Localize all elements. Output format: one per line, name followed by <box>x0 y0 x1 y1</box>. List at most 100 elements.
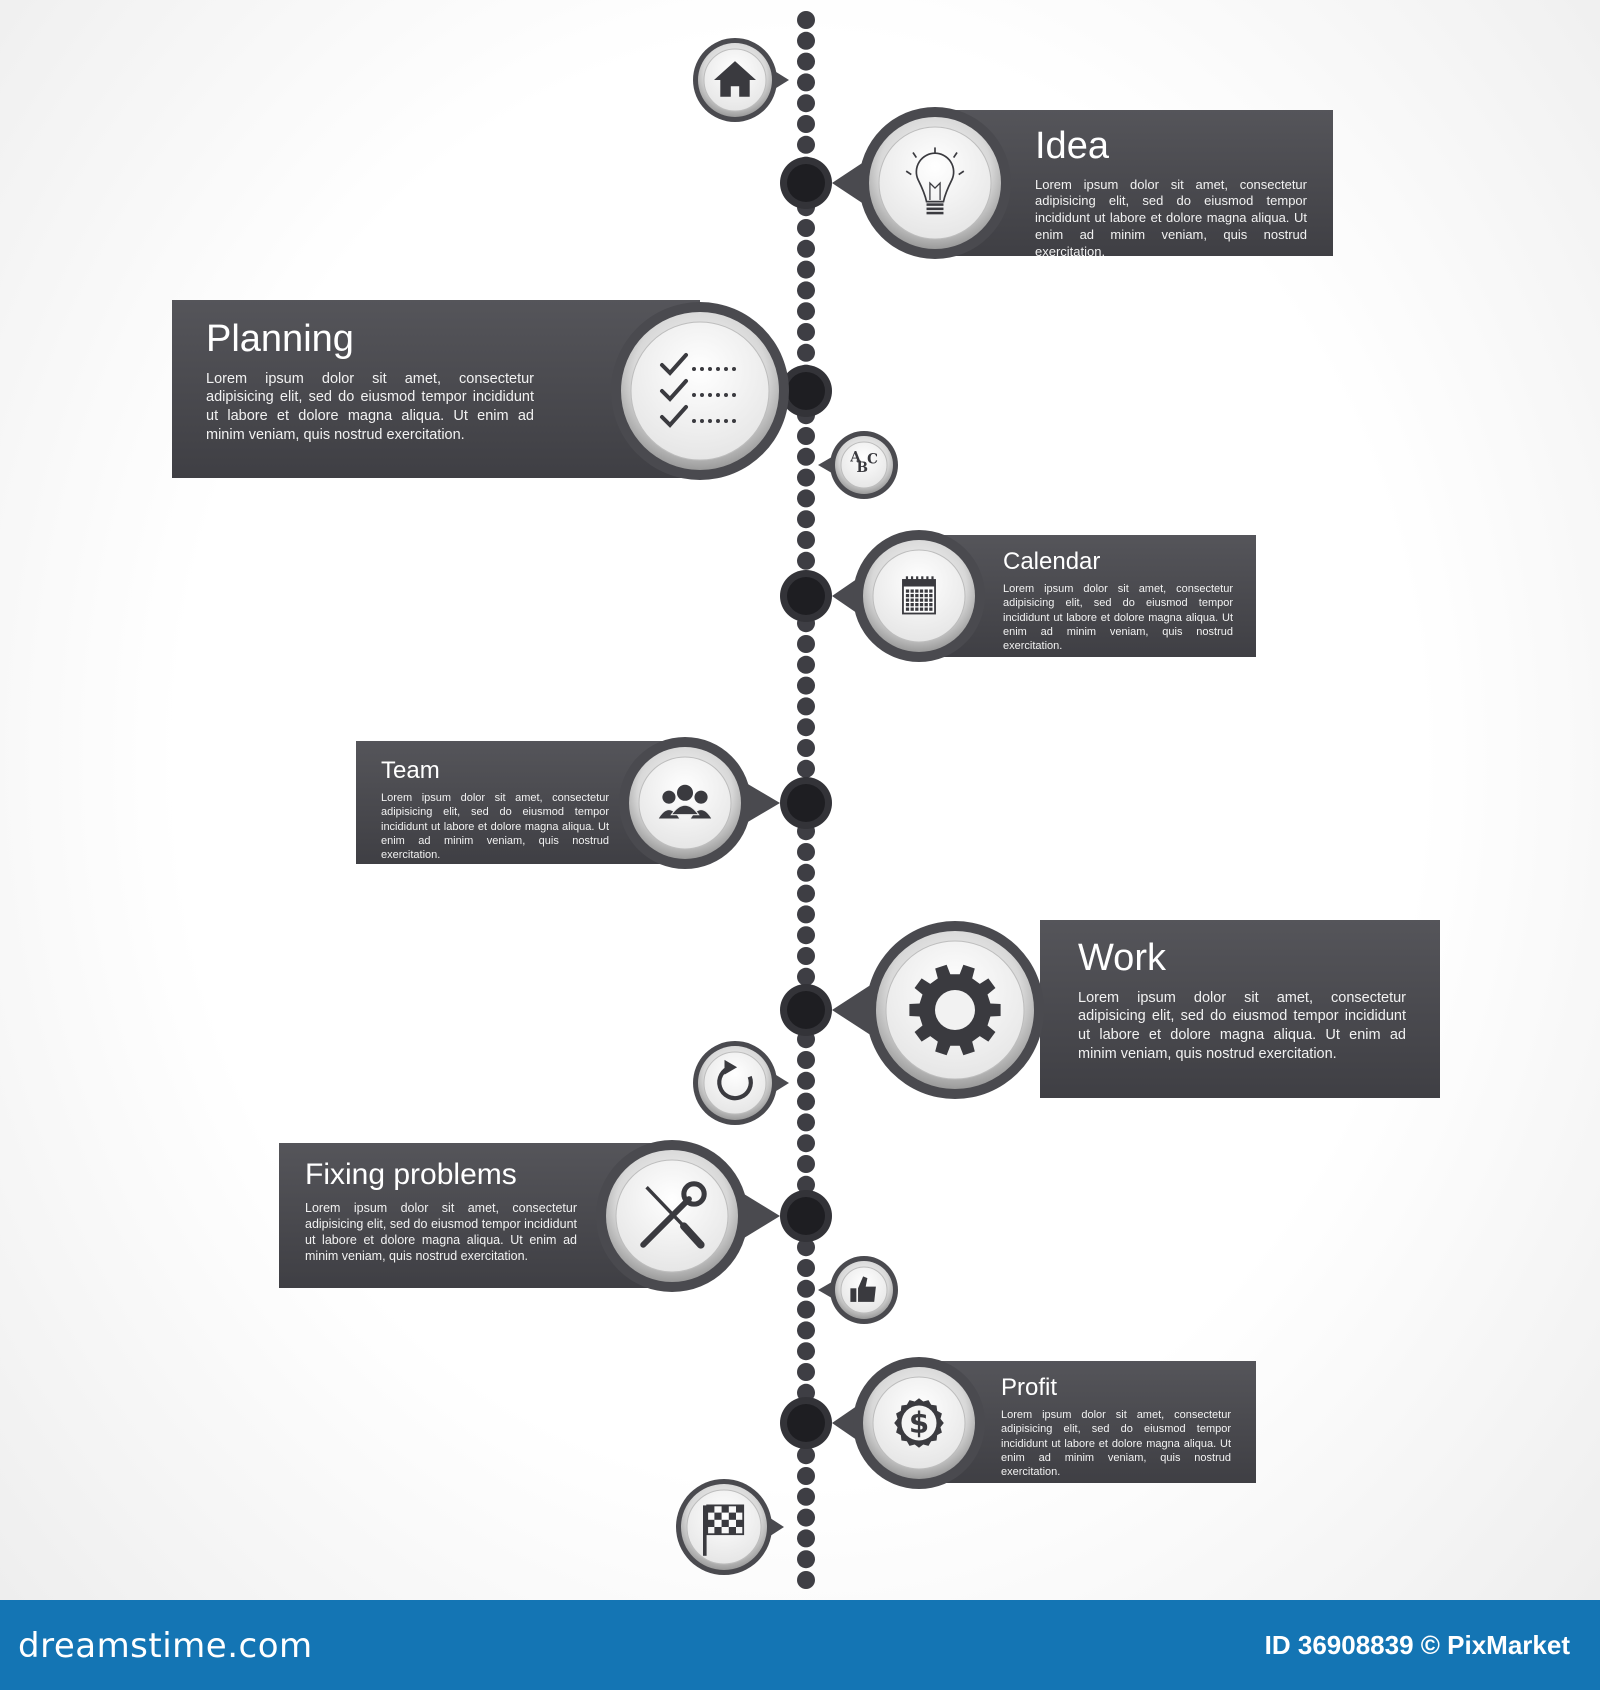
milestone-title: Profit <box>1001 1374 1058 1401</box>
dollar-icon: $ <box>894 1398 944 1448</box>
timeline-dot <box>797 1300 815 1319</box>
timeline-dot <box>797 1238 815 1257</box>
timeline-dot <box>797 1363 815 1381</box>
milestone-marker <box>676 1479 784 1575</box>
timeline-dot <box>797 884 815 903</box>
timeline-dot <box>797 1175 815 1194</box>
timeline-dot <box>797 1342 815 1361</box>
timeline-dot <box>797 468 815 487</box>
timeline-dot <box>797 31 815 50</box>
thumbs-up-icon <box>850 1276 876 1302</box>
gear-icon <box>909 964 1001 1056</box>
timeline-dot <box>797 697 815 716</box>
timeline-dot <box>797 1071 815 1090</box>
timeline-dot <box>797 863 815 882</box>
milestone-description: Lorem ipsum dolor sit amet, consectetur … <box>381 792 609 862</box>
timeline-dot <box>797 967 815 986</box>
timeline-dot <box>797 281 815 300</box>
lightbulb-icon <box>905 147 965 215</box>
abc-icon: ABC <box>849 450 878 476</box>
timeline-dot <box>797 1259 815 1277</box>
timeline-dot <box>797 1529 815 1548</box>
timeline-dot <box>797 1508 815 1527</box>
svg-text:B: B <box>857 460 869 476</box>
milestone-title: Fixing problems <box>305 1158 517 1191</box>
tools-icon <box>640 1181 707 1249</box>
svg-text:C: C <box>867 451 878 467</box>
timeline-dot <box>797 52 815 71</box>
timeline-dot <box>797 489 815 508</box>
timeline-dot <box>797 1446 815 1465</box>
refresh-icon <box>717 1059 753 1101</box>
milestone-card <box>1040 920 1440 1098</box>
timeline-dot <box>797 239 815 258</box>
timeline-dot <box>797 343 815 362</box>
timeline-dot <box>797 1279 815 1298</box>
timeline-dot <box>797 1155 815 1173</box>
timeline-dot <box>797 510 815 529</box>
milestone-marker <box>818 1256 898 1324</box>
timeline-graphic: ABC $ <box>172 11 1440 1589</box>
timeline-dot <box>797 219 815 237</box>
timeline-dot <box>797 1113 815 1132</box>
timeline-dot <box>797 843 815 861</box>
checklist-icon <box>660 353 736 428</box>
timeline-dot <box>797 302 815 321</box>
timeline-dot <box>797 1051 815 1069</box>
timeline-dot <box>797 905 815 924</box>
milestone-description: Lorem ipsum dolor sit amet, consectetur … <box>305 1200 577 1264</box>
timeline-dot <box>797 427 815 445</box>
milestone-description: Lorem ipsum dolor sit amet, consectetur … <box>1078 989 1406 1063</box>
milestone-title: Calendar <box>1003 548 1101 575</box>
milestone-marker: ABC <box>818 431 898 499</box>
timeline-dot <box>797 73 815 92</box>
milestone-marker <box>693 1041 789 1125</box>
timeline-dot <box>797 260 815 279</box>
milestone-card <box>940 1361 1256 1483</box>
milestone-title: Planning <box>206 318 354 360</box>
milestone-description: Lorem ipsum dolor sit amet, consectetur … <box>1001 1409 1231 1479</box>
svg-text:$: $ <box>909 1406 929 1440</box>
timeline-dot <box>797 655 815 674</box>
timeline-dot <box>797 323 815 341</box>
timeline-dot <box>797 551 815 570</box>
timeline-dot <box>797 94 815 113</box>
timeline-dot <box>797 135 815 154</box>
timeline-dot <box>797 531 815 549</box>
svg-text:A: A <box>849 450 861 466</box>
milestone-marker <box>693 38 789 122</box>
footer-logo[interactable]: dreamstime.com <box>18 1626 313 1666</box>
timeline-dot <box>797 1092 815 1111</box>
timeline-dot <box>797 115 815 133</box>
home-icon <box>714 61 756 97</box>
milestone-title: Work <box>1078 937 1166 979</box>
timeline-dot <box>797 676 815 695</box>
milestone-description: Lorem ipsum dolor sit amet, consectetur … <box>206 370 534 444</box>
checkered-flag-icon <box>702 1504 745 1556</box>
timeline-dot <box>797 1383 815 1402</box>
calendar-icon <box>902 576 936 615</box>
timeline-dot <box>797 947 815 965</box>
timeline-dot <box>797 1134 815 1153</box>
milestone-card <box>940 535 1256 657</box>
timeline-dot <box>797 635 815 653</box>
team-icon <box>656 784 714 820</box>
timeline-dot <box>797 926 815 945</box>
timeline-dot <box>797 1467 815 1485</box>
milestone-title: Idea <box>1035 125 1109 167</box>
timeline-dot <box>797 1487 815 1506</box>
timeline-dot <box>797 1321 815 1340</box>
milestone-description: Lorem ipsum dolor sit amet, consectetur … <box>1035 176 1307 260</box>
timeline-dot <box>797 739 815 757</box>
timeline-dot <box>797 1550 815 1569</box>
milestone-description: Lorem ipsum dolor sit amet, consectetur … <box>1003 583 1233 653</box>
milestone-title: Team <box>381 757 440 784</box>
footer-bar: dreamstime.com ID 36908839 © PixMarket <box>0 1600 1600 1690</box>
footer-credit: ID 36908839 © PixMarket <box>1264 1630 1570 1660</box>
timeline-dot <box>797 11 815 29</box>
timeline-dot <box>797 447 815 466</box>
timeline-dot <box>797 718 815 737</box>
timeline-dot <box>797 1571 815 1589</box>
timeline-dot <box>797 759 815 778</box>
